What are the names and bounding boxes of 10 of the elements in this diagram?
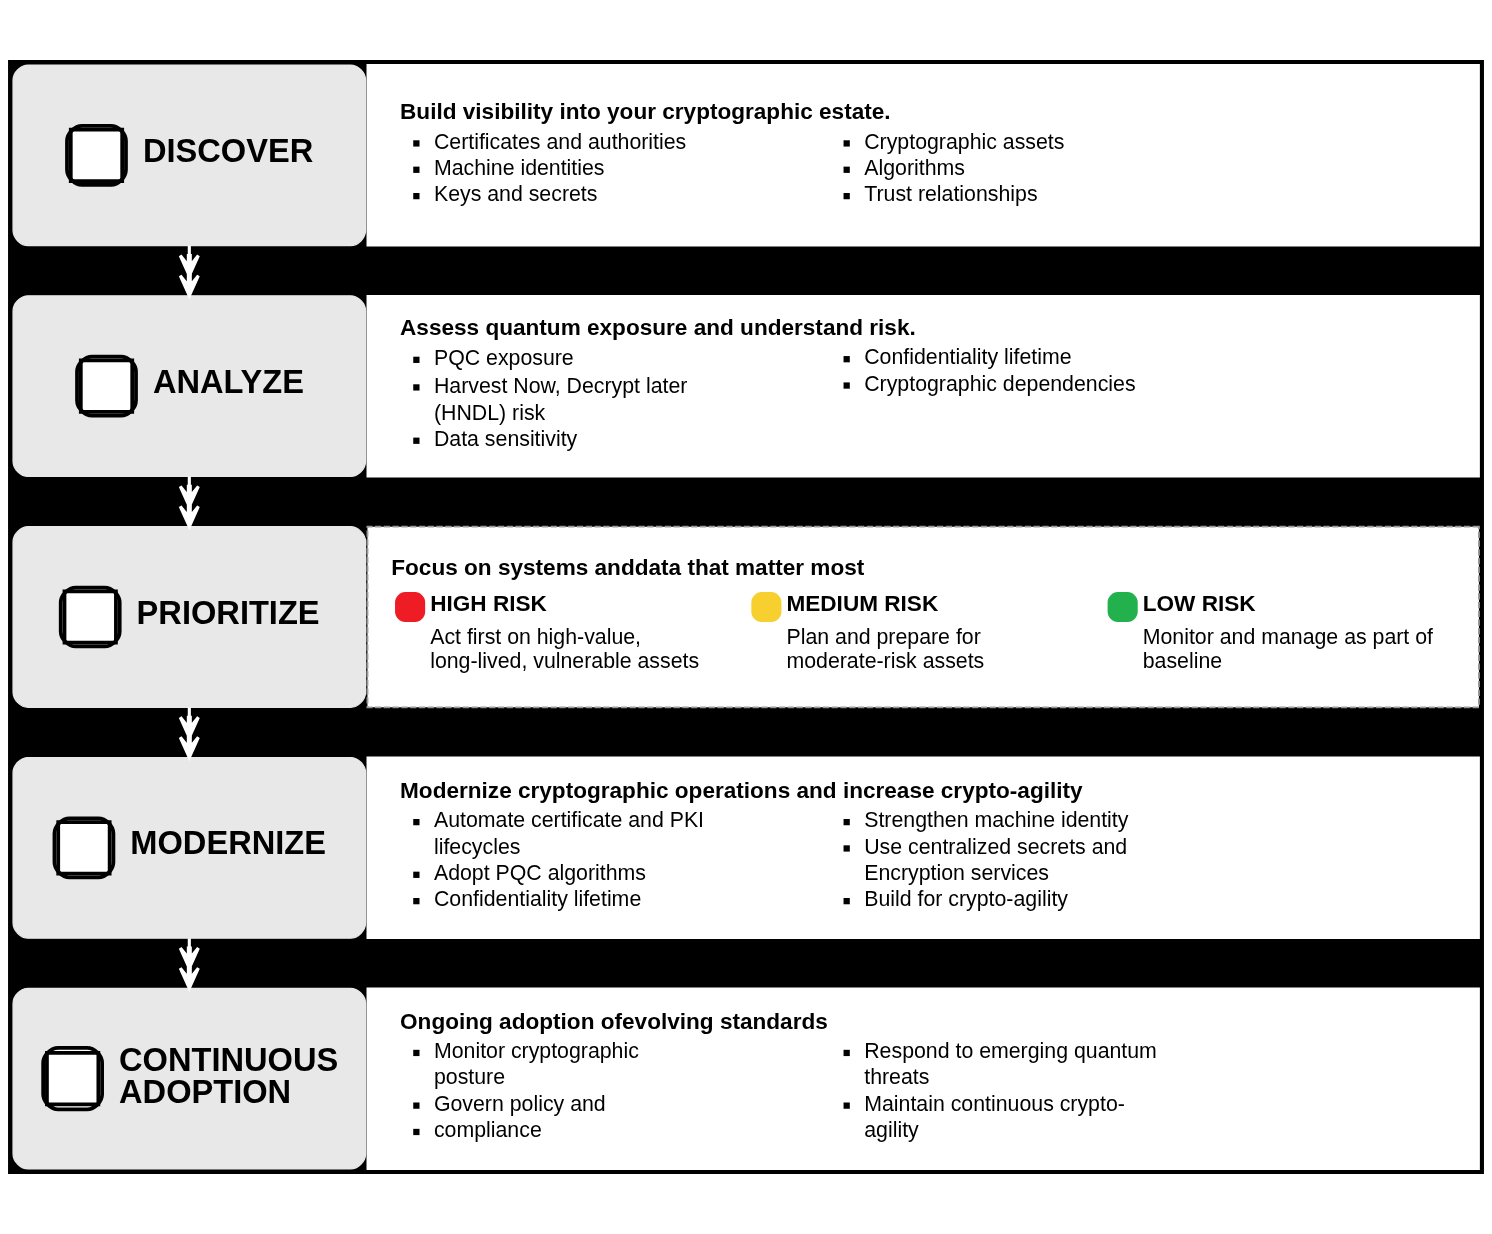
node-box: PRIORITIZE (12, 526, 367, 708)
node-box: ANALYZE (12, 295, 367, 478)
node-box: MODERNIZE (12, 756, 367, 939)
node-box: Assess quantum exposure and understand risk. PQC exposure Harvest Now, Decrypt later (HNDL) risk Data sensitivity Confidentiality lifetime Cryptographic dependencies (366, 294, 1480, 478)
node-box: Focus on systems anddata that matter most HIGH RISK Act first on high-value, long-lived, vulnerable assets MEDIUM RISK Plan and prepare for moderate-risk assets LOW RISK Monitor and manage as part of baseline (366, 525, 1480, 709)
node-box: CONTINUOUS ADOPTION (12, 987, 367, 1170)
node-box: Build visibility into your cryptographic estate. Certificates and authorities Machine identities Keys and secrets Cryptographic assets Algorithms Trust relationships (366, 64, 1480, 247)
node-box: Modernize cryptographic operations and increase crypto-agility Automate certificate and PKI lifecycles Adopt PQC algorithms Confidentiality lifetime Strengthen machine identity Use centralized secrets and Encryption services Build for crypto-agility (366, 756, 1480, 940)
node-box: DISCOVER (12, 64, 367, 247)
node-box: Ongoing adoption ofevolving standards Monitor cryptographic posture Govern policy and compliance Respond to emerging quantum threats Maintain continuous crypto-agility (366, 987, 1480, 1170)
